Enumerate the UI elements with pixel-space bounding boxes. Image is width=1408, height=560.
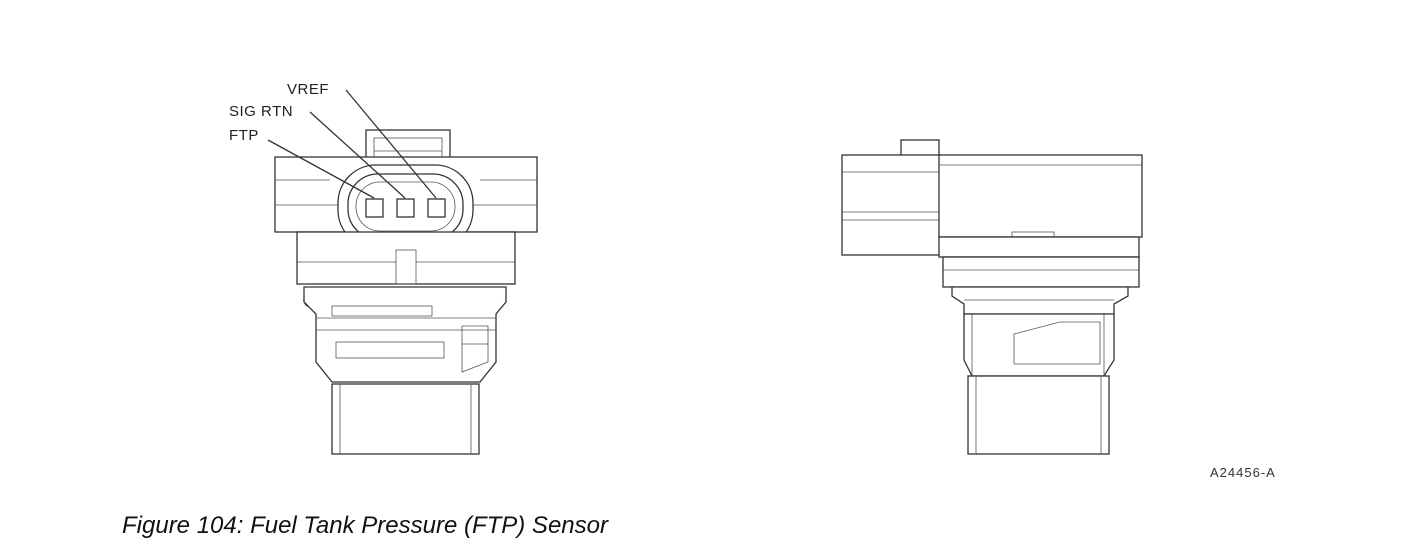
front-view: [274, 129, 538, 455]
art-code: A24456-A: [1210, 465, 1276, 480]
side-main-body: [938, 154, 1143, 238]
leader-vref: [345, 89, 437, 199]
callout-leaders: [267, 89, 437, 199]
side-mid-section: [963, 313, 1115, 377]
leader-ftp: [267, 139, 375, 199]
side-flange: [942, 256, 1140, 288]
label-sig-rtn: SIG RTN: [229, 103, 293, 120]
side-connector: [841, 154, 942, 256]
pin-ftp: [365, 198, 384, 218]
front-lower-body: [296, 231, 516, 285]
side-view: [841, 139, 1143, 455]
side-lower-step: [938, 236, 1140, 258]
side-top-tab: [900, 139, 940, 157]
pin-vref: [427, 198, 446, 218]
leader-sig-rtn: [309, 111, 406, 199]
figure-caption: Figure 104: Fuel Tank Pressure (FTP) Sen…: [122, 512, 608, 539]
front-bottom-tube: [331, 383, 480, 455]
label-ftp: FTP: [229, 127, 259, 144]
side-bottom-tube: [967, 375, 1110, 455]
pin-sig-rtn: [396, 198, 415, 218]
side-taper: [951, 286, 1129, 315]
label-vref: VREF: [287, 81, 329, 98]
front-mid-section: [303, 286, 507, 383]
